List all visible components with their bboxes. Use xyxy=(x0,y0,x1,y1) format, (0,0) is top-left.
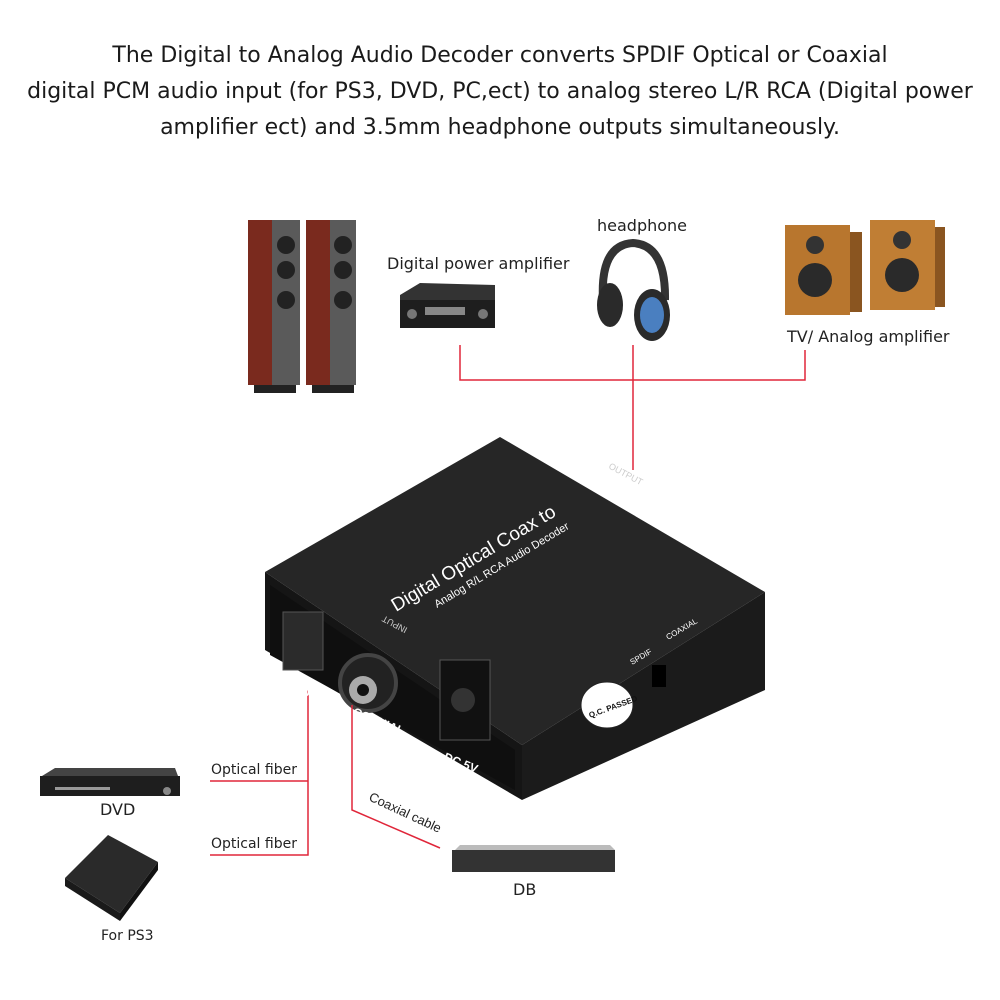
headphone-image xyxy=(597,238,670,341)
coaxial-cable-label: Coaxial cable xyxy=(367,789,444,836)
bookshelf-speakers-image xyxy=(785,220,945,315)
dvd-cable-label: Optical fiber xyxy=(211,762,297,778)
dvd-label: DVD xyxy=(100,800,136,819)
output-connector-lines xyxy=(459,345,806,470)
spdif-port xyxy=(282,611,324,671)
spdif-port-label: SPDIF xyxy=(284,681,321,702)
ps3-label: For PS3 xyxy=(101,928,154,944)
floor-speakers-image xyxy=(248,220,356,393)
headphone-label: headphone xyxy=(597,216,688,235)
input-selector-switch[interactable] xyxy=(652,665,666,687)
power-amplifier-image xyxy=(400,283,495,328)
input-connector-lines xyxy=(210,690,441,856)
ps3-console-image xyxy=(65,835,158,921)
description: The Digital to Analog Audio Decoder conv… xyxy=(0,38,1000,146)
tv-amplifier-label: TV/ Analog amplifier xyxy=(787,327,950,346)
db-label: DB xyxy=(513,880,537,899)
qc-sticker xyxy=(580,681,634,729)
description-line-1: The Digital to Analog Audio Decoder conv… xyxy=(112,43,888,68)
ps3-cable-label: Optical fiber xyxy=(211,836,297,852)
decoder-device xyxy=(265,437,765,800)
amplifier-label: Digital power amplifier xyxy=(387,254,570,273)
db-player-body xyxy=(452,850,615,872)
db-player-image xyxy=(455,845,615,850)
description-line-2: digital PCM audio input (for PS3, DVD, P… xyxy=(27,79,973,104)
description-line-3: amplifier ect) and 3.5mm headphone outpu… xyxy=(160,115,840,140)
dvd-player-image xyxy=(40,768,180,796)
output-label: OUTPUT xyxy=(607,461,645,487)
